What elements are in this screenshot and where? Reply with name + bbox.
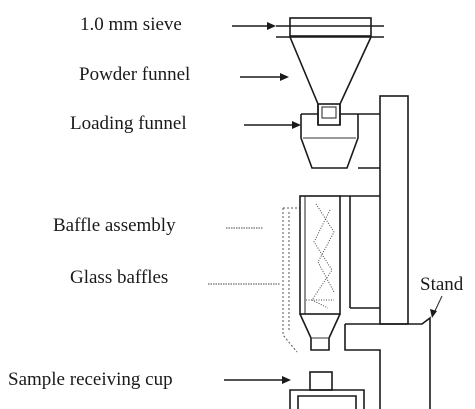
glass-baffles: [306, 203, 335, 309]
leader-stand: [430, 295, 443, 318]
label-baffle-assembly: Baffle assembly: [53, 215, 176, 236]
label-sieve: 1.0 mm sieve: [80, 14, 182, 35]
leader-loading-funnel: [244, 121, 301, 129]
loading-funnel: [300, 113, 359, 169]
sieve: [276, 17, 384, 38]
glass-baffle-tube: [299, 195, 341, 351]
label-stand: Stand: [420, 274, 464, 295]
sample-cup: [309, 371, 333, 391]
powder-funnel: [289, 36, 372, 126]
baffle-assembly: [282, 207, 300, 353]
leader-sample-cup: [224, 376, 291, 384]
label-loading-funnel: Loading funnel: [70, 113, 187, 134]
stand: [289, 95, 431, 409]
label-sample-cup: Sample receiving cup: [8, 369, 173, 390]
label-powder-funnel: Powder funnel: [79, 64, 190, 85]
leader-sieve: [232, 22, 276, 30]
label-glass-baffles: Glass baffles: [70, 267, 168, 288]
leader-powder-funnel: [240, 73, 289, 81]
